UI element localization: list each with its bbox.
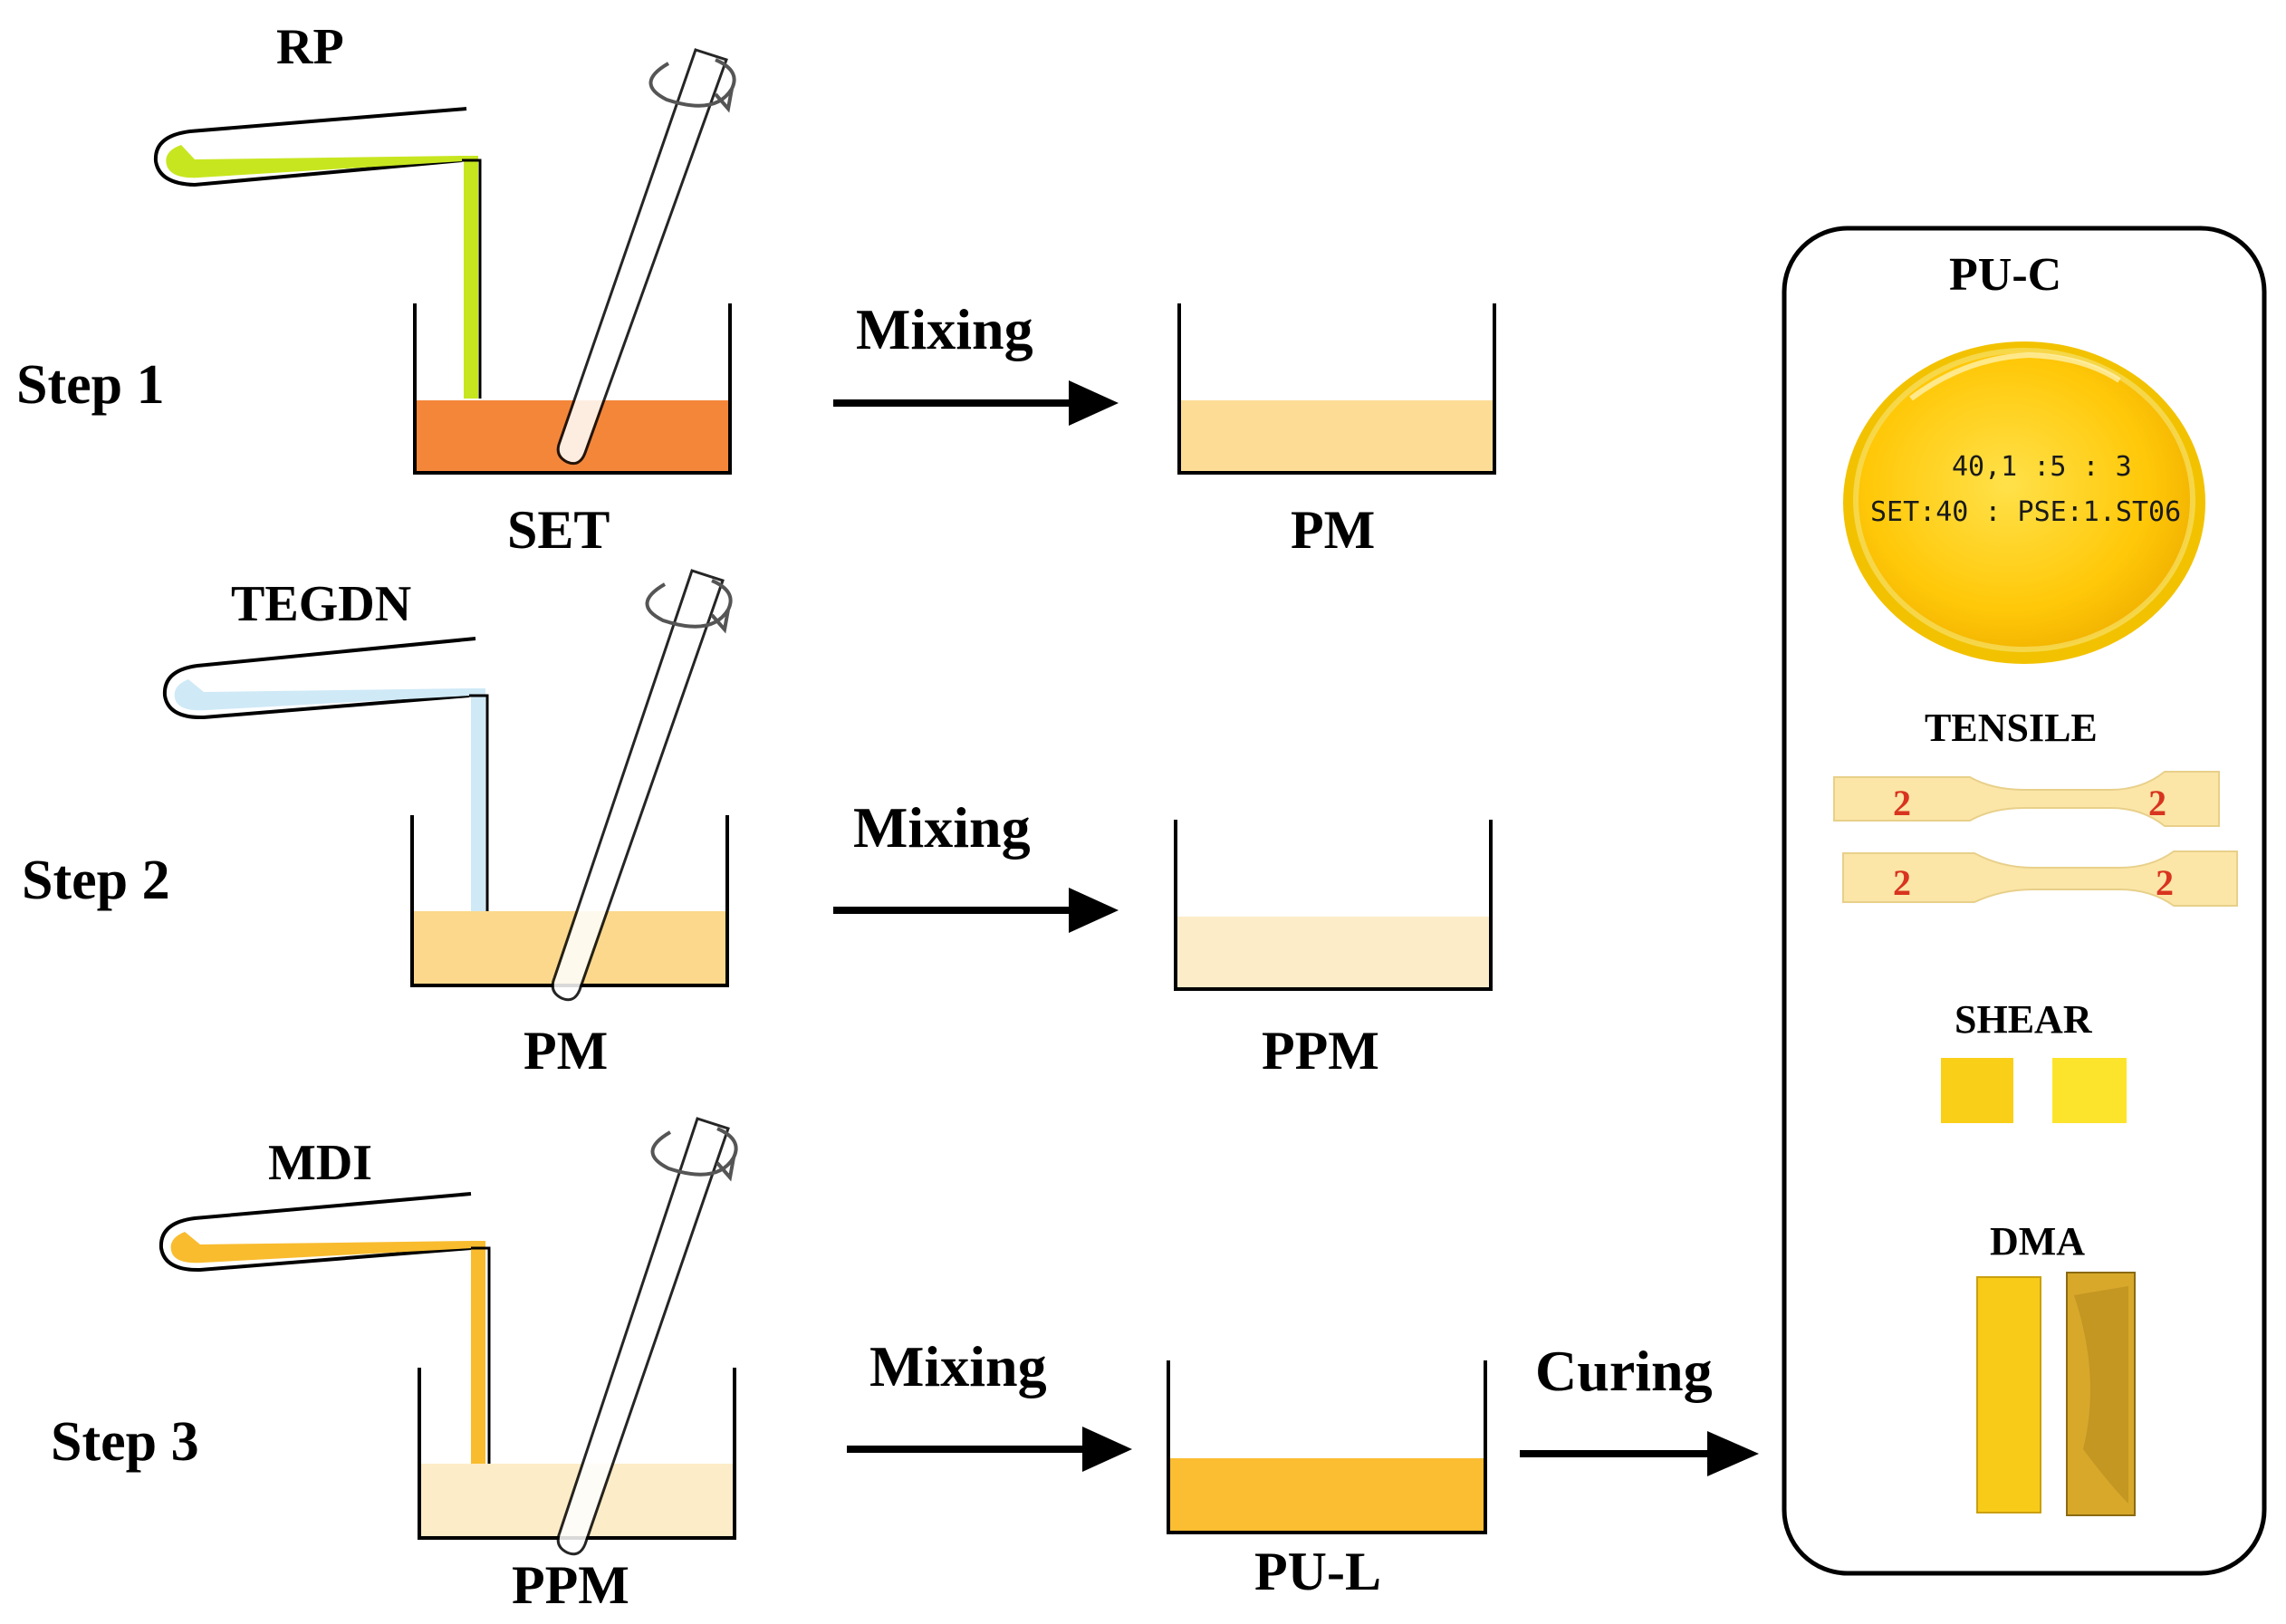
step-1-label: Step 1 <box>16 354 165 416</box>
specimen-mark-2: 2 <box>2148 783 2166 823</box>
pu-c-panel: PU-C 40,1 :5 : 3 SET:40 : PSE:1.ST06 TEN… <box>1782 226 2267 1576</box>
mixing-label-1: Mixing <box>856 297 1033 361</box>
shear-specimen-1 <box>1941 1058 2013 1123</box>
petri-dish-photo: 40,1 :5 : 3 SET:40 : PSE:1.ST06 <box>1843 341 2205 664</box>
tensile-label: TENSILE <box>1925 706 2098 750</box>
step-3: Step 3 MDI PPM Mixing PU-L <box>51 1117 1759 1615</box>
dma-specimen-1 <box>1976 1276 2041 1513</box>
beaker-ppm <box>418 1117 738 1556</box>
stirring-rod-3 <box>556 1117 738 1556</box>
beaker-pm <box>410 569 733 1002</box>
reagent-label-rp: RP <box>276 19 344 75</box>
mixing-label-2: Mixing <box>853 795 1031 860</box>
beaker-label-ppm: PPM <box>512 1555 629 1615</box>
beaker-pm-product <box>1177 303 1496 475</box>
panel-title: PU-C <box>1949 249 2061 301</box>
product-label-pu-l: PU-L <box>1254 1542 1381 1601</box>
beaker-ppm-product <box>1174 820 1493 991</box>
step-1: Step 1 RP SET Mixing <box>16 19 1496 560</box>
shear-label: SHEAR <box>1955 997 2093 1042</box>
specimen-mark-3: 2 <box>1893 862 1911 903</box>
specimen-mark-4: 2 <box>2156 862 2174 903</box>
tensile-specimen-2: 2 2 <box>1842 850 2238 907</box>
specimen-mark-1: 2 <box>1893 783 1911 823</box>
tensile-specimen-1: 2 2 <box>1833 771 2220 827</box>
dropper-mdi <box>158 1192 491 1485</box>
reagent-label-mdi: MDI <box>268 1135 372 1191</box>
curing-arrow <box>1520 1431 1759 1476</box>
dma-label: DMA <box>1990 1219 2085 1264</box>
dish-handwriting-1: 40,1 :5 : 3 <box>1952 451 2132 483</box>
mixing-arrow-1 <box>833 380 1119 426</box>
curing-label: Curing <box>1535 1339 1713 1403</box>
step-2: Step 2 TEGDN PM Mixing PPM <box>22 569 1493 1081</box>
mixing-arrow-3 <box>847 1427 1132 1472</box>
step-2-label: Step 2 <box>22 850 170 911</box>
dish-handwriting-2: SET:40 : PSE:1.ST06 <box>1870 496 2181 528</box>
beaker-pu-l <box>1167 1360 1487 1534</box>
shear-specimen-2 <box>2052 1058 2127 1123</box>
beaker-label-pm: PM <box>523 1021 608 1081</box>
beaker-label-set: SET <box>507 500 610 560</box>
reagent-label-tegdn: TEGDN <box>231 576 411 632</box>
stirring-rod-2 <box>551 569 733 1002</box>
stirring-rod-1 <box>556 48 736 466</box>
mixing-arrow-2 <box>833 888 1119 933</box>
dropper-tegdn <box>162 637 489 915</box>
product-label-ppm: PPM <box>1262 1021 1379 1081</box>
mixing-label-3: Mixing <box>869 1334 1047 1398</box>
dma-specimen-2 <box>2066 1272 2136 1516</box>
product-label-pm: PM <box>1291 500 1375 560</box>
beaker-set <box>413 48 736 475</box>
step-3-label: Step 3 <box>51 1411 199 1473</box>
dropper-rp <box>153 107 482 399</box>
